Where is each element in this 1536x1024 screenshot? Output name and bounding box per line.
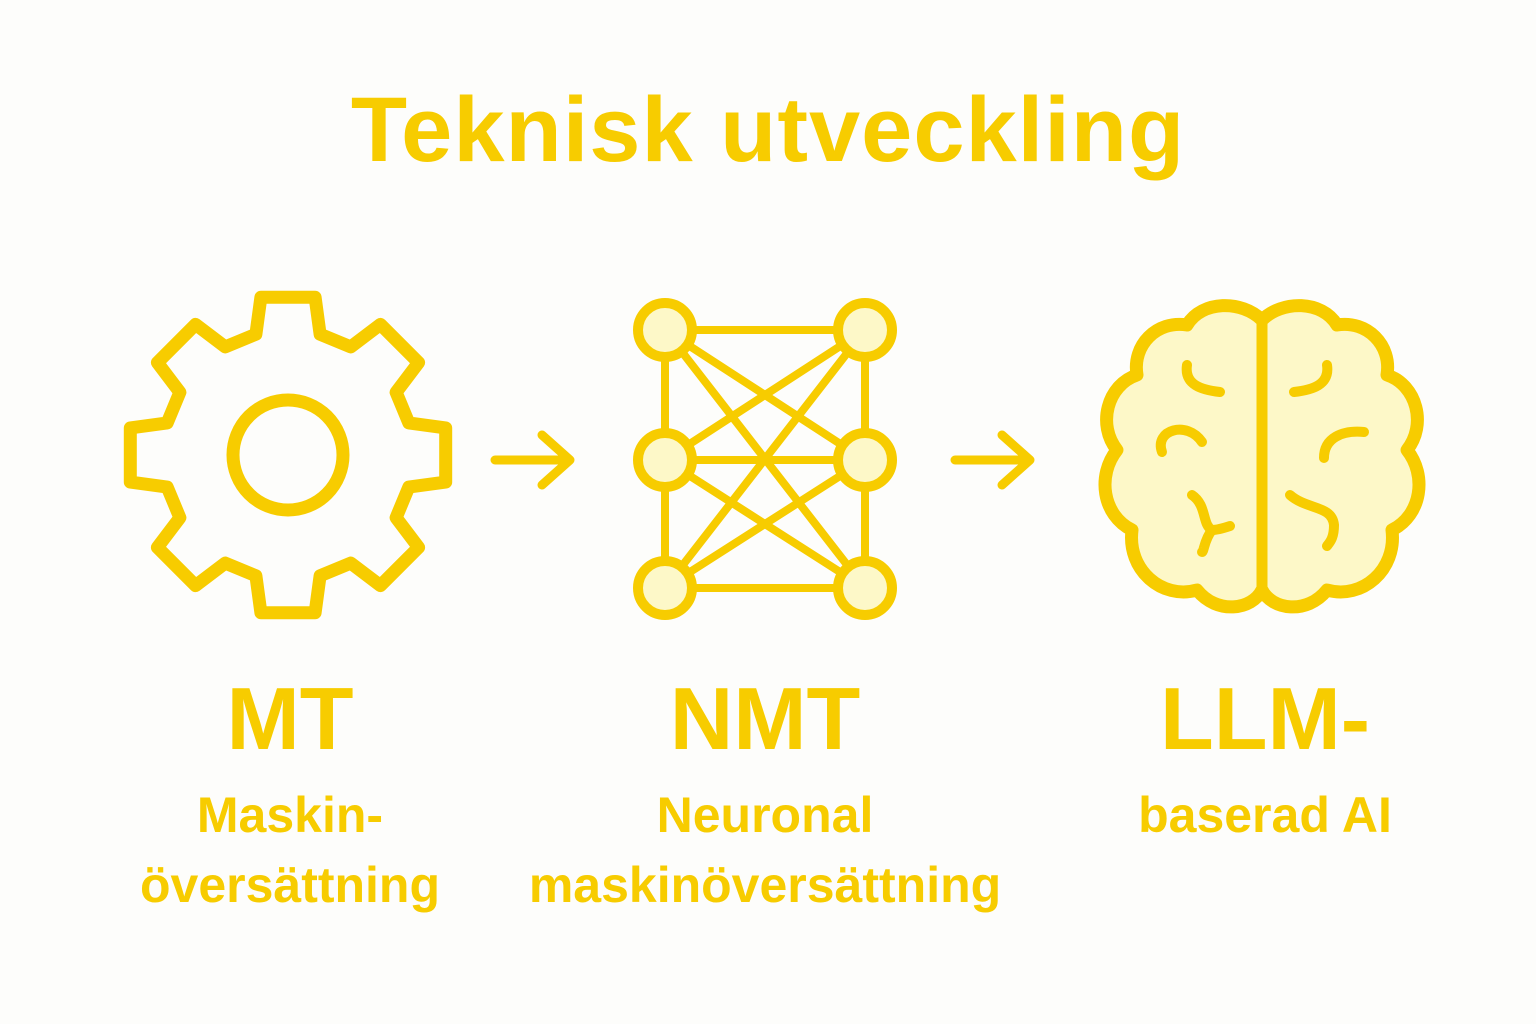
stage-abbr-nmt: NMT [669,669,861,768]
stage-desc-mt: Maskin- översättning [30,780,550,920]
stage-desc-nmt: Neuronal maskinöversättning [505,780,1025,920]
arrow-right-icon [950,430,1035,490]
stage-desc-line1: Neuronal [656,787,874,843]
stage-desc-line1: baserad AI [1138,787,1392,843]
stage-desc-line1: Maskin- [196,787,384,843]
stage-desc-line2: översättning [139,857,441,913]
stage-abbr-mt: MT [226,669,354,768]
diagram-title: Teknisk utveckling [350,79,1186,181]
gear-icon [123,290,453,620]
stage-desc-llm: baserad AI [1005,780,1525,850]
arrow-right-icon [490,430,575,490]
neural-network-icon [633,298,897,620]
brain-icon [1098,299,1426,614]
stage-desc-line2: maskinöversättning [528,857,1002,913]
stage-abbr-llm: LLM- [1159,669,1371,768]
